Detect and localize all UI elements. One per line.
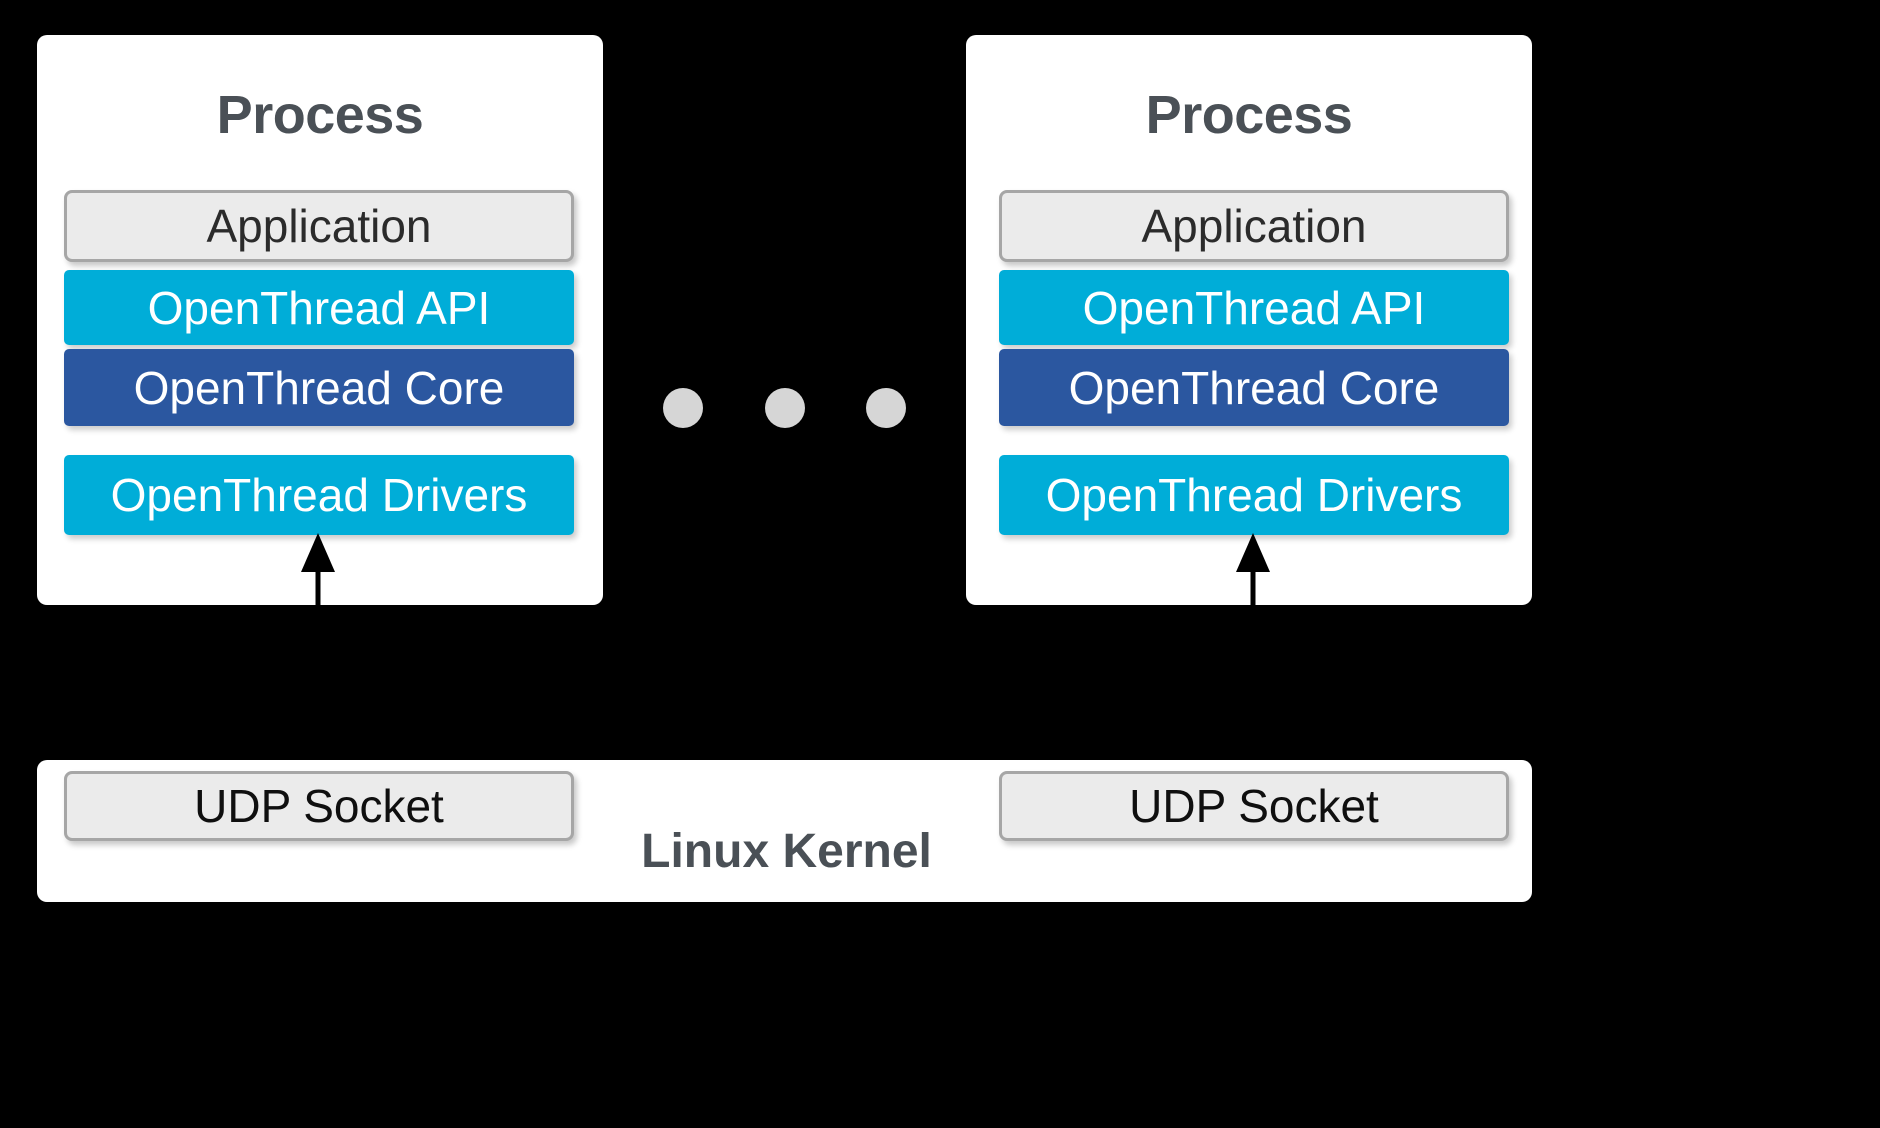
linux-kernel-label: Linux Kernel xyxy=(641,825,932,878)
layer-application-left: Application xyxy=(64,190,574,262)
udp-socket-left: UDP Socket xyxy=(64,771,574,841)
layer-openthread-core-left: OpenThread Core xyxy=(64,349,574,426)
udp-socket-right: UDP Socket xyxy=(999,771,1509,841)
process-title-left: Process xyxy=(216,85,424,145)
process-title-right: Process xyxy=(1145,85,1353,145)
layer-application-right: Application xyxy=(999,190,1509,262)
layer-openthread-api-left: OpenThread API xyxy=(64,270,574,345)
layer-openthread-core-right: OpenThread Core xyxy=(999,349,1509,426)
arrow-socket-to-drivers-right xyxy=(1236,533,1270,610)
ellipsis-dot-1 xyxy=(663,388,703,428)
arrow-socket-to-drivers-left xyxy=(301,533,335,610)
layer-openthread-drivers-left: OpenThread Drivers xyxy=(64,455,574,535)
layer-openthread-drivers-right: OpenThread Drivers xyxy=(999,455,1509,535)
ellipsis-dot-2 xyxy=(765,388,805,428)
layer-openthread-api-right: OpenThread API xyxy=(999,270,1509,345)
ellipsis-dot-3 xyxy=(866,388,906,428)
